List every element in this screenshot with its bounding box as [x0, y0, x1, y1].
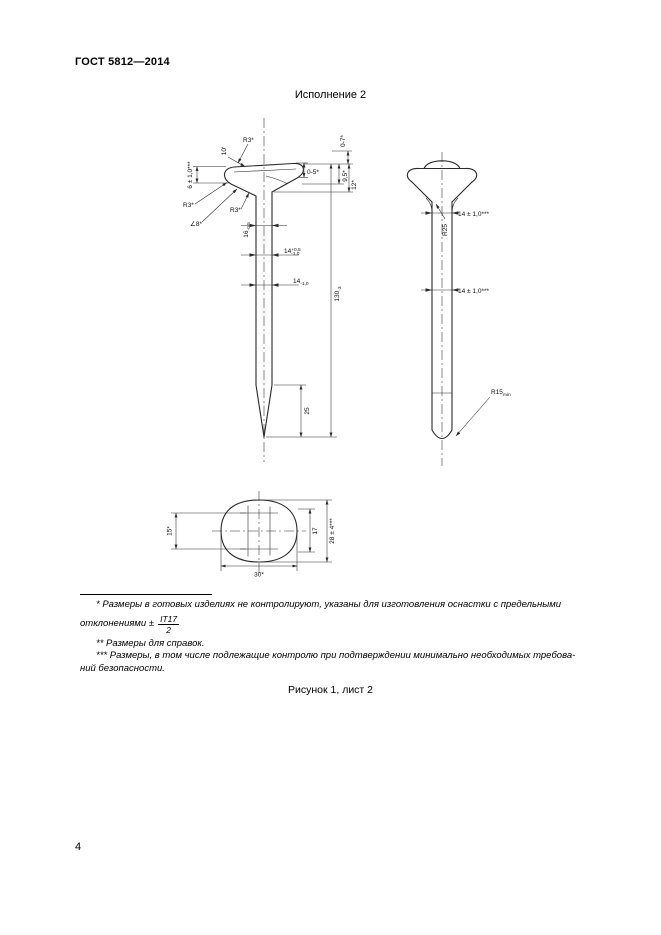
dim-12-label: 12*	[351, 180, 358, 190]
footnote-3-line-2: ний безопасности.	[80, 662, 165, 674]
footnote-1-prefix: отклонениями ±	[80, 617, 155, 629]
bottom-view-dimensions: 15* 17 28 ± 4*** 30*	[167, 499, 336, 579]
dim-length-130-label: 130-3	[334, 286, 343, 301]
document-header: ГОСТ 5812—2014	[75, 56, 170, 68]
dim-17-label: 17	[312, 527, 319, 535]
dim-gap-side-label: 0-5*	[307, 169, 319, 176]
dim-thickness-14a-label: 14 ± 1,0***	[458, 211, 490, 218]
footnote-1-line-1: * Размеры в готовых изделиях не контроли…	[96, 599, 561, 610]
dim-angle-top-label: 10'	[221, 147, 228, 155]
variant-title: Исполнение 2	[294, 89, 367, 101]
side-view-drawing: R25 14 ± 1,0*** 14 ± 1,0*** R15min	[406, 152, 511, 466]
dim-r3-top-label: R3*	[243, 137, 254, 144]
dim-9-5-label: 9,5*	[342, 170, 349, 182]
dim-angle-under-label: ∠8*	[190, 220, 202, 228]
spike-side-outline	[406, 160, 478, 440]
dim-gap-top-label: 0-7*	[340, 135, 347, 147]
dim-r15-label: R15min	[491, 389, 511, 398]
front-view-dimensions: 6 ± 1,0*** R3* 10' 0-7* 0-5*	[183, 135, 358, 438]
footnote-3-line-1: *** Размеры, в том числе подлежащие конт…	[96, 650, 576, 661]
dim-head-height-label: 6 ± 1,0***	[187, 161, 194, 189]
figure-drawing: 6 ± 1,0*** R3* 10' 0-7* 0-5*	[167, 118, 511, 579]
dim-30-label: 30*	[254, 572, 264, 579]
dim-15-label: 15*	[167, 526, 174, 536]
figure-caption: Рисунок 1, лист 2	[288, 684, 373, 696]
front-view-drawing: 6 ± 1,0*** R3* 10' 0-7* 0-5*	[183, 118, 358, 462]
bottom-view-drawing: 15* 17 28 ± 4*** 30*	[167, 491, 336, 579]
dim-width-16-label: 16-0,5	[243, 222, 252, 238]
spike-front-outline	[223, 162, 304, 438]
fraction-denominator: 2	[166, 624, 171, 635]
dim-width-14a-label: 14+0,5-1,0	[284, 247, 301, 257]
fraction-numerator: IT17	[158, 613, 180, 625]
dim-tip-25-label: 25	[304, 407, 311, 415]
footnote-separator	[80, 594, 212, 595]
dim-thickness-14b-label: 14 ± 1,0***	[458, 288, 490, 295]
footnote-2: ** Размеры для справок.	[96, 637, 205, 649]
dim-28-label: 28 ± 4***	[329, 518, 336, 544]
dim-r25-label: R25	[442, 224, 449, 236]
footnotes-block: * Размеры в готовых изделиях не контроли…	[80, 594, 615, 675]
dim-r3-under-label: R3*	[230, 207, 241, 214]
side-view-dimensions: R25 14 ± 1,0*** 14 ± 1,0*** R15min	[421, 203, 511, 437]
page-number: 4	[75, 841, 82, 853]
dim-width-14b-label: 14-1,0	[293, 278, 309, 287]
dim-r3-left-label: R3*	[183, 202, 194, 209]
head-plan-outline	[220, 499, 298, 563]
